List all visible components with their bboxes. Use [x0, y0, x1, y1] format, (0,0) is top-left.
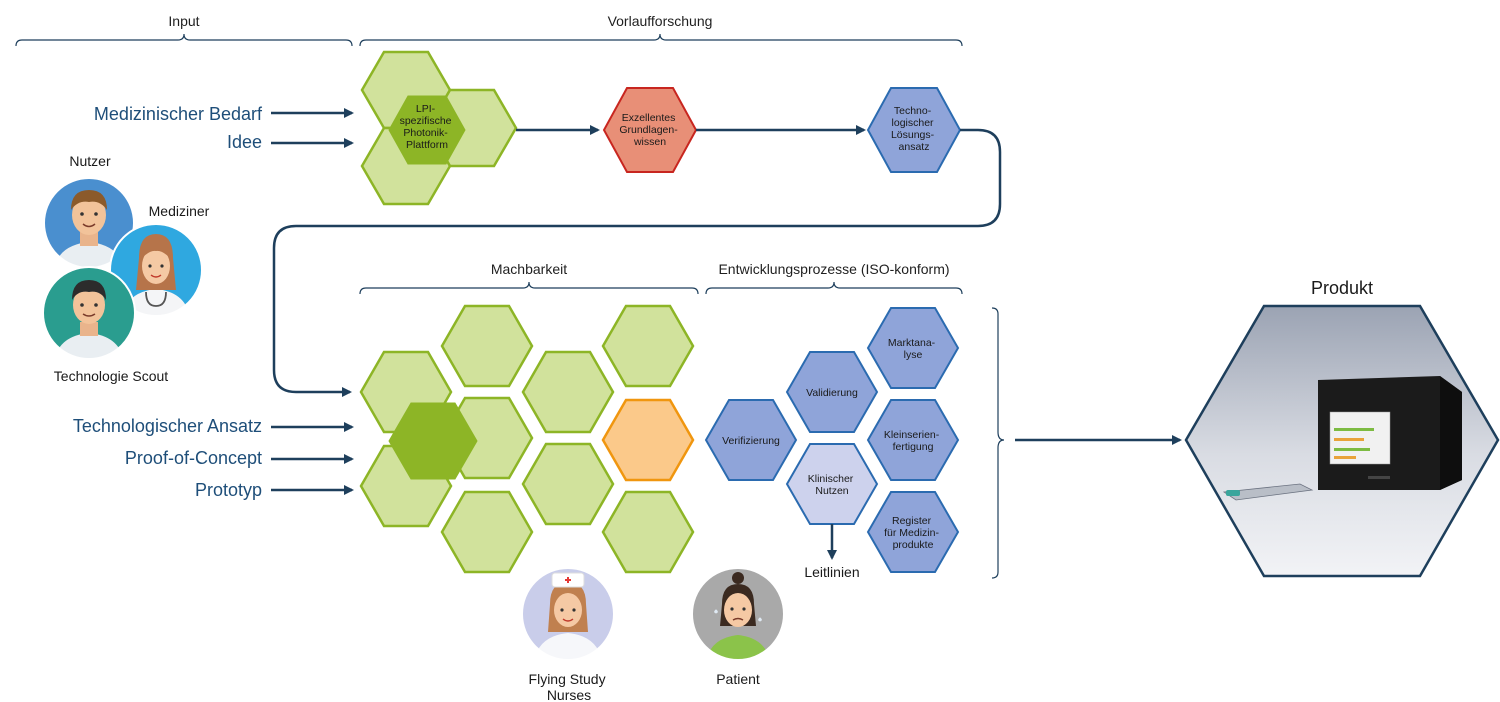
product-hex: [1184, 304, 1500, 578]
mediziner-label: Mediziner: [149, 203, 210, 219]
product-brace: [991, 307, 1005, 579]
loesung-hex: [866, 87, 962, 173]
produkt-label: Produkt: [1311, 278, 1373, 298]
grundlagen-hex-group: Exzellentes Grundlagen- wissen: [602, 87, 698, 173]
input-technologischer-ansatz: Technologischer Ansatz: [73, 416, 262, 436]
nutzer-avatar: [44, 178, 134, 268]
input-header: Input: [168, 13, 199, 29]
platform-hex-cluster: LPI- spezifische Photonik- Plattform: [360, 50, 518, 206]
nurses-label-2: Nurses: [547, 687, 591, 702]
register-label-1: Register: [892, 515, 932, 527]
grundlagen-label-3: wissen: [633, 136, 666, 148]
verifizierung-label: Verifizierung: [722, 435, 780, 447]
input-proof-of-concept: Proof-of-Concept: [125, 448, 262, 468]
entwicklung-brace: [705, 281, 963, 295]
loesung-label-2: logischer: [892, 117, 935, 129]
grundlagen-label-1: Exzellentes: [622, 112, 676, 124]
validierung-hex: [785, 351, 879, 433]
mb-hex-center: [388, 402, 478, 480]
mb-hex-f: [521, 350, 615, 434]
platform-hex: [388, 95, 466, 165]
mb-hex-g: [521, 442, 615, 526]
klinisch-hex: [785, 443, 879, 525]
kleinserien-hex: [866, 399, 960, 481]
svg-text:Marktana- lyse: Marktana- lyse: [888, 337, 938, 361]
mb-hex-orange: [601, 398, 695, 482]
input-medizinischer-bedarf: Medizinischer Bedarf: [94, 104, 263, 124]
platform-label-4: Plattform: [406, 139, 448, 151]
mb-hex-h: [601, 304, 695, 388]
scout-label: Technologie Scout: [54, 368, 169, 384]
machbarkeit-header: Machbarkeit: [491, 261, 567, 277]
klinisch-label-2: Nutzen: [815, 485, 848, 497]
platform-label-2: spezifische: [400, 115, 452, 127]
nutzer-label: Nutzer: [69, 153, 111, 169]
patient-avatar: [692, 568, 784, 660]
entwicklung-honeycomb: Marktana- lyse Validierung Verifizierung…: [704, 307, 960, 573]
mb-hex-i: [601, 490, 695, 574]
register-label-3: produkte: [893, 539, 934, 551]
product-strip: [1222, 483, 1314, 501]
entwicklung-header: Entwicklungsprozesse (ISO-konform): [718, 261, 949, 277]
kleinserien-label-1: Kleinserien-: [884, 429, 940, 441]
svg-text:Kleinserien- fertigung: Kleinserien- fertigung: [884, 429, 942, 453]
connector-loesung-to-machbarkeit: [272, 128, 1002, 397]
nurses-label-1: Flying Study: [529, 671, 606, 687]
input-prototyp: Prototyp: [195, 480, 262, 500]
machbarkeit-honeycomb: [359, 304, 695, 574]
patient-label: Patient: [716, 671, 760, 687]
vorlaufforschung-header: Vorlaufforschung: [608, 13, 713, 29]
platform-label-1: LPI-: [416, 103, 436, 115]
marktanalyse-label-2: lyse: [904, 349, 923, 361]
marktanalyse-hex: [866, 307, 960, 389]
mediziner-avatar: [110, 224, 202, 316]
loesung-label-4: ansatz: [899, 141, 930, 153]
mb-hex-e: [440, 490, 534, 574]
platform-label-3: Photonik-: [403, 127, 448, 139]
kleinserien-label-2: fertigung: [893, 441, 934, 453]
klinisch-label-1: Klinischer: [808, 473, 854, 485]
svg-text:Flying Study Nurses: Flying Study Nurses: [529, 671, 610, 702]
svg-text:Klinischer Nutzen: Klinischer Nutzen: [808, 473, 856, 497]
input-brace: [15, 33, 353, 47]
svg-text:LPI- spezifische P: LPI- spezifische Photonik- Plattform: [400, 103, 455, 151]
mb-hex-c: [440, 304, 534, 388]
grundlagen-hex: [602, 87, 698, 173]
loesung-label-1: Techno-: [894, 105, 932, 117]
grundlagen-label-2: Grundlagen-: [619, 124, 678, 136]
vorlaufforschung-brace: [359, 33, 963, 47]
marktanalyse-label-1: Marktana-: [888, 337, 936, 349]
leitlinien-label: Leitlinien: [804, 564, 859, 580]
svg-text:Techno- logischer: Techno- logischer Lösungs- ansatz: [891, 105, 937, 153]
machbarkeit-brace: [359, 281, 699, 295]
validierung-label: Validierung: [806, 387, 858, 399]
verifizierung-hex: [704, 399, 798, 481]
register-hex: [866, 491, 960, 573]
nurse-avatar: [522, 568, 614, 660]
register-label-2: für Medizin-: [884, 527, 939, 539]
loesung-hex-group: Techno- logischer Lösungs- ansatz: [866, 87, 962, 173]
input-idee: Idee: [227, 132, 262, 152]
svg-text:Exzellentes Grundlagen-: Exzellentes Grundlagen- wissen: [619, 112, 680, 148]
loesung-label-3: Lösungs-: [891, 129, 935, 141]
svg-text:Register für Medizin-: Register für Medizin- produkte: [884, 515, 942, 551]
